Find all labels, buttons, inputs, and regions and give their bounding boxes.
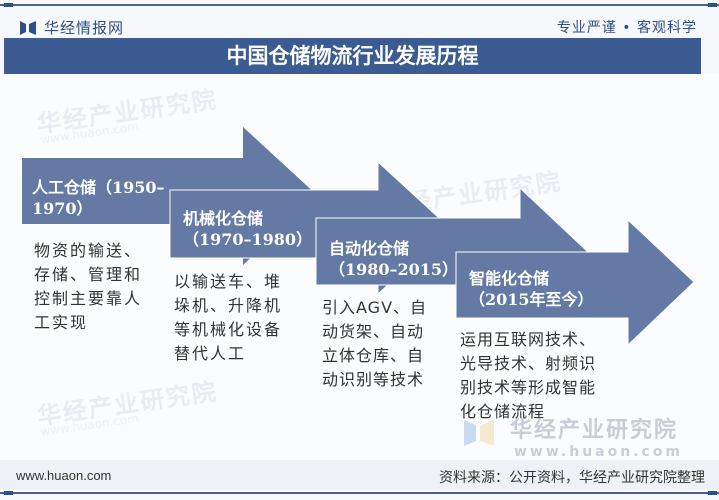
stage-2-title-line1: 机械化仓储	[183, 209, 264, 228]
desc-line: 别技术等形成智能	[460, 378, 597, 397]
stage-4-arrow	[455, 218, 695, 347]
stage-4-title-line1: 智能化仓储	[469, 269, 550, 288]
bottom-rule-cap-left	[4, 491, 13, 495]
stage-4-description: 运用互联网技术、 光导技术、射频识 别技术等形成智能 化仓储流程	[460, 328, 596, 424]
stage-3-title-line2: （1980–2015）	[329, 260, 459, 279]
stage-4-title: 智能化仓储 （2015年至今）	[469, 268, 594, 310]
source-note: 资料来源：公开资料，华经产业研究院整理	[439, 470, 705, 486]
desc-line: 动识别等技术	[322, 370, 425, 389]
bottom-rule-cap-right	[708, 491, 717, 495]
desc-line: 控制主要靠人	[34, 289, 143, 308]
desc-line: 存储、管理和	[34, 265, 143, 284]
desc-line: 立体仓库、自	[322, 346, 425, 365]
top-rule	[0, 4, 719, 6]
desc-line: 以输送车、堆	[174, 272, 283, 291]
stage-1-title-line2: 1970）	[32, 199, 93, 218]
top-rule-cap-right	[708, 3, 717, 7]
stage-1-description: 物资的输送、 存储、管理和 控制主要靠人 工实现	[34, 239, 142, 335]
stage-3-title: 自动化仓储 （1980–2015）	[329, 238, 458, 280]
desc-line: 垛机、升降机	[174, 296, 283, 315]
desc-line: 光导技术、射频识	[460, 354, 597, 373]
stage-3-title-line1: 自动化仓储	[329, 239, 410, 258]
stage-2-title: 机械化仓储 （1970–1980）	[183, 208, 312, 250]
desc-line: 替代人工	[174, 344, 247, 363]
watermark-logo-icon	[464, 420, 494, 446]
stage-2-title-line2: （1970–1980）	[183, 230, 313, 249]
desc-line: 化仓储流程	[460, 402, 546, 421]
desc-line: 工实现	[34, 313, 89, 332]
stage-3-description: 引入AGV、自 动货架、自动 立体仓库、自 动识别等技术	[322, 296, 427, 392]
desc-line: 运用互联网技术、	[460, 330, 597, 349]
header: 华经情报网 专业严谨 • 客观科学	[0, 6, 719, 38]
page-title: 中国仓储物流行业发展历程	[4, 38, 701, 74]
brand-name: 华经情报网	[44, 19, 125, 37]
footer: www.huaon.com 资料来源：公开资料，华经产业研究院整理	[0, 460, 719, 490]
desc-line: 等机械化设备	[174, 320, 283, 339]
watermark-bottom: 华经产业研究院 www.huaon.com	[510, 412, 683, 460]
stage-2-description: 以输送车、堆 垛机、升降机 等机械化设备 替代人工	[174, 270, 282, 366]
slogan: 专业严谨 • 客观科学	[556, 20, 697, 36]
watermark-en: www.huaon.com	[514, 444, 684, 460]
watermark-cn: 华经产业研究院	[510, 418, 679, 443]
desc-line: 引入AGV、自	[322, 298, 428, 317]
desc-line: 动货架、自动	[322, 322, 425, 341]
desc-line: 物资的输送、	[34, 241, 143, 260]
stage-1-title: 人工仓储（1950– 1970）	[32, 177, 165, 219]
bottom-rule	[0, 492, 719, 494]
footer-url-link[interactable]: www.huaon.com	[16, 468, 112, 483]
brand-logo-icon	[20, 21, 36, 35]
stage-1-title-line1: 人工仓储（1950–	[32, 178, 165, 197]
stage-4-title-line2: （2015年至今）	[469, 290, 594, 309]
top-rule-cap-left	[4, 3, 13, 7]
